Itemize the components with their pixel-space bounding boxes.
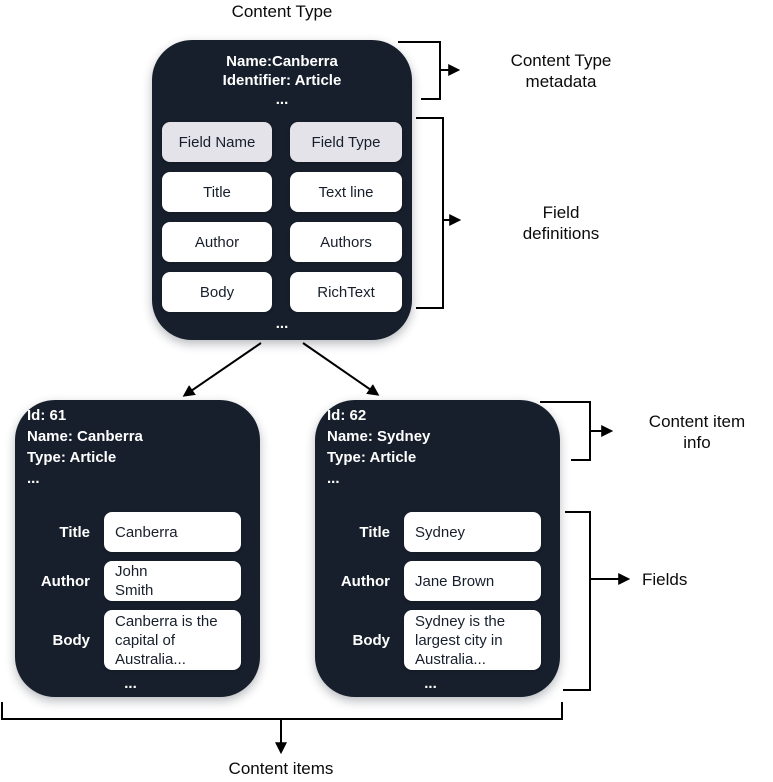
field-definitions-table: Field Name Field Type Title Text line Au…	[162, 122, 402, 312]
field-type-cell: Authors	[290, 222, 402, 262]
field-value-box: Sydney	[404, 512, 541, 552]
field-label: Body	[52, 631, 91, 649]
diagram-title: Content Type	[231, 2, 333, 21]
field-value-box: John Smith	[104, 561, 241, 601]
fields-label: Fields	[642, 570, 688, 589]
content-item-box-sydney: Id: 62 Name: Sydney Type: Article ... Ti…	[315, 400, 560, 697]
field-type-cell: RichText	[290, 272, 402, 312]
content-type-metadata-block: Name:Canberra Identifier: Article ...	[152, 52, 412, 109]
content-type-box: Name:Canberra Identifier: Article ... Fi…	[152, 40, 412, 340]
field-row-title: Title Sydney	[315, 512, 560, 552]
field-row-body: Body Sydney is the largest city in Austr…	[315, 610, 560, 670]
content-type-metadata-label: Content Type metadata	[510, 51, 612, 91]
field-type-header: Field Type	[290, 122, 402, 162]
field-name-cell: Author	[162, 222, 272, 262]
arrow-to-canberra-item	[182, 342, 262, 397]
field-definitions-label: Field definitions	[522, 203, 600, 243]
content-type-identifier: Identifier: Article	[222, 72, 342, 89]
ellipsis: ...	[124, 675, 137, 692]
field-label: Title	[59, 523, 90, 541]
field-type-cell: Text line	[290, 172, 402, 212]
content-item-name: Name: Sydney	[327, 428, 431, 445]
field-value-box: Canberra is the capital of Australia...	[104, 610, 241, 670]
content-item-info-block: Id: 61 Name: Canberra Type: Article ...	[27, 405, 143, 489]
field-name-header: Field Name	[162, 122, 272, 162]
bracket-fields	[563, 511, 591, 691]
field-name-cell: Body	[162, 272, 272, 312]
bracket-content-items	[1, 702, 563, 720]
bracket-field-definitions	[416, 117, 444, 309]
arrow-to-sydney-item	[302, 342, 380, 396]
field-value-box: Canberra	[104, 512, 241, 552]
content-item-info-label: Content item info	[648, 412, 746, 452]
ellipsis: ...	[275, 91, 289, 108]
content-item-box-canberra: Id: 61 Name: Canberra Type: Article ... …	[15, 400, 260, 697]
ellipsis: ...	[275, 315, 289, 332]
field-row-body: Body Canberra is the capital of Australi…	[15, 610, 260, 670]
content-item-type: Type: Article	[27, 449, 117, 466]
field-label: Author	[40, 572, 90, 590]
content-type-name: Name:Canberra	[226, 53, 338, 70]
ellipsis: ...	[27, 470, 40, 487]
field-label: Title	[359, 523, 390, 541]
field-name-cell: Title	[162, 172, 272, 212]
field-value-box: Sydney is the largest city in Australia.…	[404, 610, 541, 670]
field-label: Author	[340, 572, 390, 590]
field-row-author: Author Jane Brown	[315, 561, 560, 601]
content-item-type: Type: Article	[327, 449, 417, 466]
field-row-author: Author John Smith	[15, 561, 260, 601]
content-item-fields: Title Canberra Author John Smith Body Ca…	[15, 512, 260, 679]
ellipsis: ...	[424, 675, 437, 692]
content-item-info-block: Id: 62 Name: Sydney Type: Article ...	[327, 405, 430, 489]
field-row-title: Title Canberra	[15, 512, 260, 552]
content-item-name: Name: Canberra	[27, 428, 143, 445]
content-item-fields: Title Sydney Author Jane Brown Body Sydn…	[315, 512, 560, 679]
content-item-id: Id: 62	[327, 407, 367, 424]
content-items-label: Content items	[228, 759, 334, 778]
ellipsis: ...	[327, 470, 340, 487]
field-value-box: Jane Brown	[404, 561, 541, 601]
field-label: Body	[352, 631, 391, 649]
content-item-id: Id: 61	[27, 407, 67, 424]
